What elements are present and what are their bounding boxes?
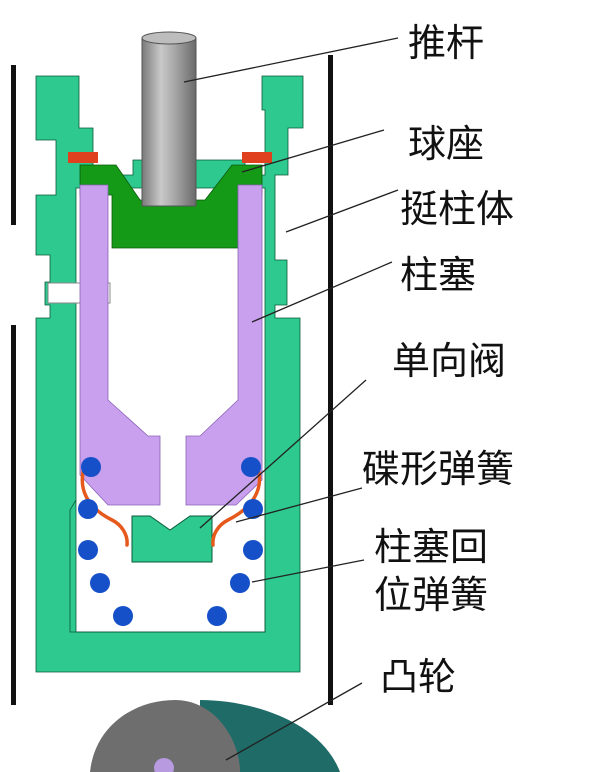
check-valve bbox=[131, 515, 213, 563]
spring-coil bbox=[81, 457, 101, 477]
leader-check-valve bbox=[199, 379, 367, 529]
leader-tappet-body bbox=[285, 189, 399, 233]
push-rod bbox=[141, 37, 197, 207]
spring-coil bbox=[90, 573, 110, 593]
spring-coil bbox=[113, 606, 133, 626]
spring-coil bbox=[78, 499, 98, 519]
disc-spring-left bbox=[80, 466, 129, 547]
label-return-spring-line2: 位弹簧 bbox=[374, 573, 489, 617]
disc-spring-right bbox=[211, 466, 262, 547]
label-check-valve: 单向阀 bbox=[392, 339, 507, 383]
plunger bbox=[79, 184, 263, 506]
cam-pin bbox=[154, 758, 174, 772]
spring-coil bbox=[207, 606, 227, 626]
leader-push-rod bbox=[183, 37, 399, 83]
label-ball-seat: 球座 bbox=[408, 122, 485, 166]
leader-return-spring bbox=[251, 559, 365, 583]
label-cam: 凸轮 bbox=[380, 655, 457, 699]
spring-coil bbox=[243, 499, 263, 519]
leader-lines bbox=[183, 37, 399, 761]
left-wall-upper bbox=[11, 65, 16, 225]
cam bbox=[90, 700, 340, 772]
ball-seat-retainer-right bbox=[242, 152, 272, 163]
right-wall bbox=[328, 55, 333, 705]
label-tappet-body: 挺柱体 bbox=[400, 187, 515, 231]
spring-coil bbox=[230, 573, 250, 593]
push-rod-top bbox=[141, 31, 197, 45]
spring-coil bbox=[243, 540, 263, 560]
return-spring-coils bbox=[78, 457, 263, 626]
label-disc-spring: 碟形弹簧 bbox=[362, 447, 515, 491]
lower-chamber bbox=[69, 499, 266, 633]
cam-gray-disc bbox=[90, 700, 240, 772]
leader-cam bbox=[225, 682, 363, 761]
cylinder-walls bbox=[11, 55, 333, 705]
leader-ball-seat bbox=[241, 129, 385, 173]
ball-seat-retainer-left bbox=[68, 152, 98, 163]
label-plunger: 柱塞 bbox=[400, 253, 477, 297]
left-wall-lower bbox=[11, 325, 16, 705]
leader-disc-spring bbox=[235, 487, 363, 523]
spring-coil bbox=[241, 457, 261, 477]
spring-coil bbox=[78, 540, 98, 560]
label-return-spring-line1: 柱塞回 bbox=[374, 525, 489, 569]
leader-plunger bbox=[251, 261, 393, 323]
label-push-rod: 推杆 bbox=[408, 21, 485, 65]
